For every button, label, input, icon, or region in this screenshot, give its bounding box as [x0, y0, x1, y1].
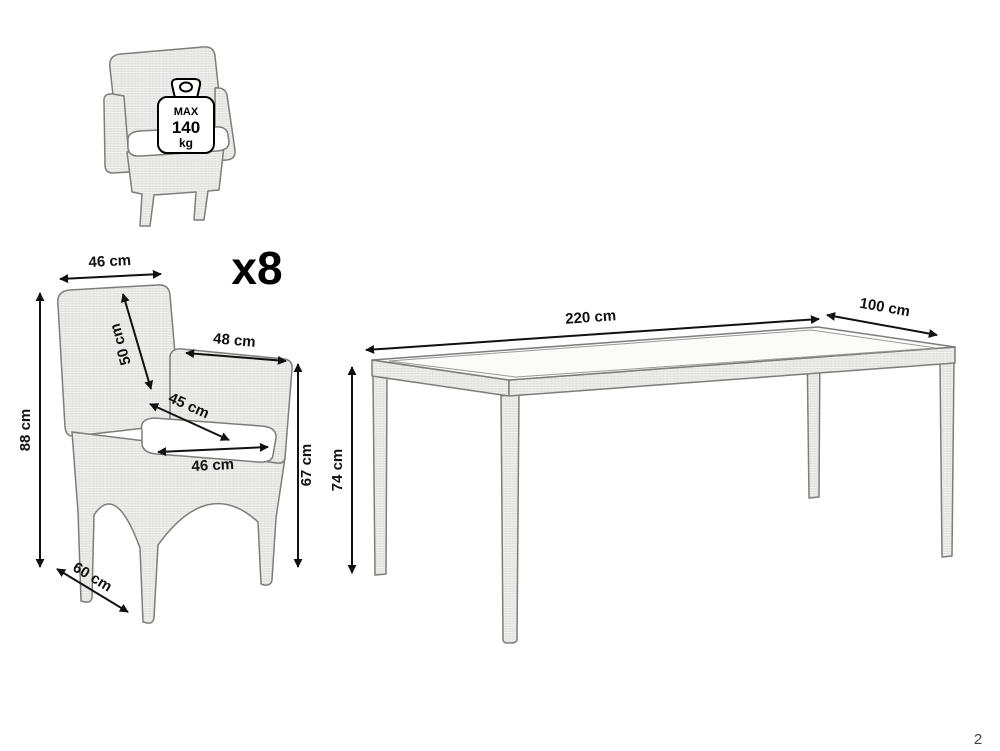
dim-label-table-length: 220 cm [565, 307, 617, 328]
table-leg-back-left [372, 374, 388, 576]
dim-table-length: 220 cm [365, 307, 820, 354]
dim-line [157, 442, 269, 457]
mini-chair-group: MAX 140 kg [103, 46, 236, 227]
dim-table-height: 74 cm [329, 366, 357, 574]
dim-label-overall-height: 88 cm [17, 409, 34, 452]
table-group [371, 326, 956, 644]
dim-label-table-width: 100 cm [858, 295, 911, 321]
dim-label-back-width: 46 cm [88, 252, 131, 271]
dim-label-arm-depth: 48 cm [212, 330, 256, 351]
dim-label-seat-width: 46 cm [191, 456, 234, 475]
dim-chair-back-width: 46 cm [59, 252, 162, 284]
dim-chair-base-depth: 60 cm [56, 559, 129, 613]
weight-tag-hole [179, 81, 193, 93]
weight-tag-value: 140 [172, 118, 200, 137]
dim-line [365, 315, 820, 354]
dim-chair-arm-depth: 48 cm [185, 330, 287, 365]
table-leg-front-left [500, 393, 520, 644]
dim-chair-overall-height: 88 cm [17, 292, 45, 568]
dim-line [185, 349, 287, 365]
dim-chair-seat-height: 67 cm [293, 363, 315, 568]
dim-line [59, 269, 162, 284]
weight-tag-max-label: MAX [174, 106, 199, 118]
quantity-label: x8 [231, 242, 282, 294]
dim-chair-seat-width: 46 cm [157, 442, 269, 475]
dim-line [826, 312, 938, 338]
dim-table-width: 100 cm [826, 295, 938, 338]
page-mark: 2 [974, 731, 982, 748]
table-leg-front-right [939, 359, 955, 558]
weight-tag-unit: kg [179, 136, 193, 150]
dim-line [120, 293, 154, 390]
dim-line [149, 403, 230, 441]
dim-label-table-height: 74 cm [329, 449, 346, 492]
dim-label-seat-height: 67 cm [298, 444, 315, 487]
weight-tag [157, 96, 215, 154]
mini-chair-body [126, 145, 225, 227]
dim-line [56, 568, 129, 613]
